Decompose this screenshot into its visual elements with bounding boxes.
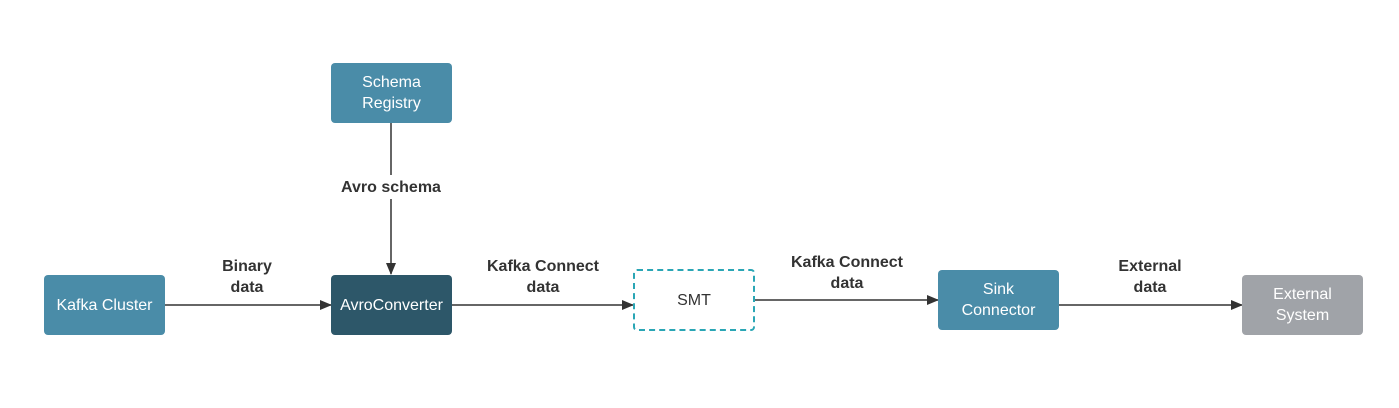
node-external-system: External System bbox=[1242, 275, 1363, 335]
node-external-system-label: External System bbox=[1273, 286, 1332, 324]
node-sink-connector-label: Sink Connector bbox=[961, 281, 1036, 319]
node-smt-label: SMT bbox=[677, 291, 711, 309]
node-avro-converter-label: AvroConverter bbox=[340, 296, 443, 314]
node-sink-connector: Sink Connector bbox=[938, 270, 1059, 330]
node-kafka-cluster-label: Kafka Cluster bbox=[56, 296, 153, 314]
node-avro-converter: AvroConverter bbox=[331, 275, 452, 335]
node-smt: SMT bbox=[633, 269, 755, 331]
edge-label-kafka-connect-data-2: Kafka Connect data bbox=[790, 254, 904, 292]
node-kafka-cluster: Kafka Cluster bbox=[44, 275, 165, 335]
node-schema-registry-label: Schema Registry bbox=[362, 74, 421, 112]
edge-label-kafka-connect-data-1: Kafka Connect data bbox=[486, 258, 600, 296]
node-schema-registry: Schema Registry bbox=[331, 63, 452, 123]
edge-label-external-data: External data bbox=[1118, 258, 1182, 296]
edge-label-binary-data: Binary data bbox=[222, 258, 272, 296]
edge-label-avro-schema: Avro schema bbox=[321, 177, 461, 198]
